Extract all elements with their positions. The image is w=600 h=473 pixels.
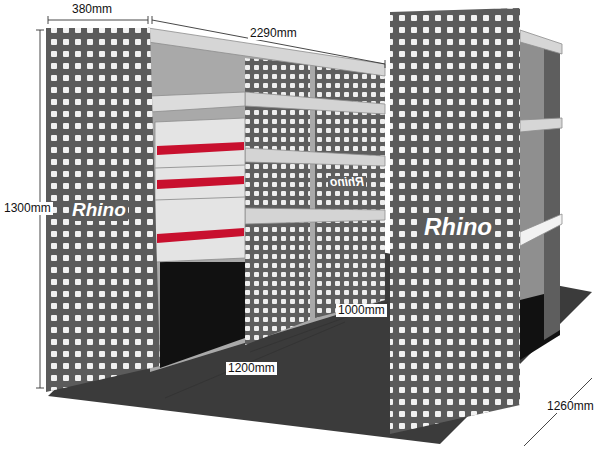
- dimension-label: 1200mm: [226, 362, 277, 375]
- dimension-label: 2290mm: [248, 27, 299, 40]
- drawer-handle: [157, 176, 244, 189]
- end-panel-holes: [46, 28, 160, 392]
- shelf: [150, 92, 245, 112]
- top-rail: [148, 28, 385, 76]
- dimension-label: 380mm: [70, 3, 114, 16]
- shelf: [245, 208, 385, 224]
- rear-end-panel: [544, 48, 560, 340]
- shelf: [520, 118, 562, 132]
- dimension-lines: [36, 16, 592, 446]
- drawer-unit: [155, 118, 245, 262]
- top-rail: [520, 30, 562, 54]
- dimension-label: 1000mm: [336, 304, 387, 317]
- brand-logo: Rhino: [328, 176, 366, 189]
- drawer-split: [155, 197, 245, 200]
- drawer-split: [155, 165, 245, 168]
- lower-void: [160, 262, 245, 368]
- drawer-handle: [157, 142, 244, 155]
- shelf: [245, 148, 385, 166]
- end-panel-holes: [390, 8, 520, 434]
- shelf: [520, 214, 562, 246]
- dimension-label: 1260mm: [545, 400, 596, 413]
- dimension-label: 1300mm: [2, 202, 53, 215]
- end-panel: [46, 28, 160, 392]
- brand-logo: Rhino: [70, 200, 128, 221]
- drawer-handle: [157, 228, 244, 243]
- shelf: [245, 92, 385, 114]
- end-panel: [390, 8, 520, 434]
- rear-wall: [150, 40, 385, 372]
- brand-logo: Rhino: [422, 214, 494, 240]
